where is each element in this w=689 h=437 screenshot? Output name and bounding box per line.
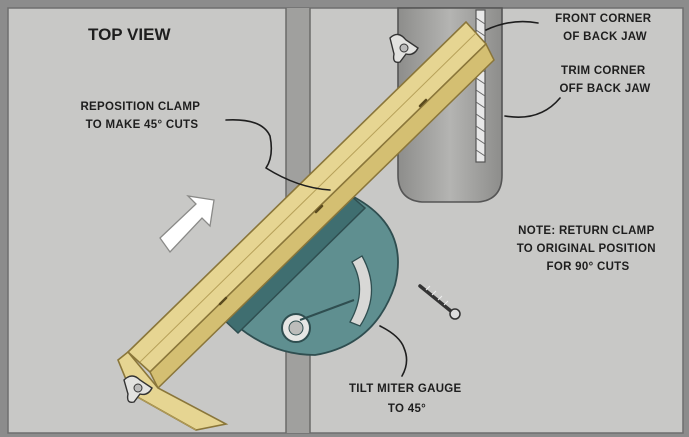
trim-corner-label: TRIM CORNER OFF BACK JAW (559, 65, 650, 95)
title-label: TOP VIEW (88, 25, 171, 44)
feed-direction-arrow (159, 195, 215, 254)
screw (418, 284, 461, 320)
tilt-gauge-label: TILT MITER GAUGE TO 45° (349, 383, 465, 415)
miter-gauge (220, 193, 399, 356)
leader-tilt-gauge (379, 325, 408, 377)
auxiliary-fence (126, 20, 495, 390)
wing-nut-clamp-top (389, 33, 419, 64)
reposition-clamp-label: REPOSITION CLAMP TO MAKE 45° CUTS (80, 101, 203, 131)
gauge-arc-slot (349, 255, 373, 327)
saw-blade (475, 9, 486, 163)
front-corner-label: FRONT CORNER OF BACK JAW (555, 13, 655, 43)
stop-block (117, 350, 229, 431)
wing-nut-clamp-bottom (123, 375, 153, 404)
note-label: NOTE: RETURN CLAMP TO ORIGINAL POSITION … (517, 225, 660, 273)
leader-trim-corner (504, 97, 561, 118)
leader-reposition-clamp (225, 119, 331, 191)
leader-front-corner (485, 20, 539, 31)
